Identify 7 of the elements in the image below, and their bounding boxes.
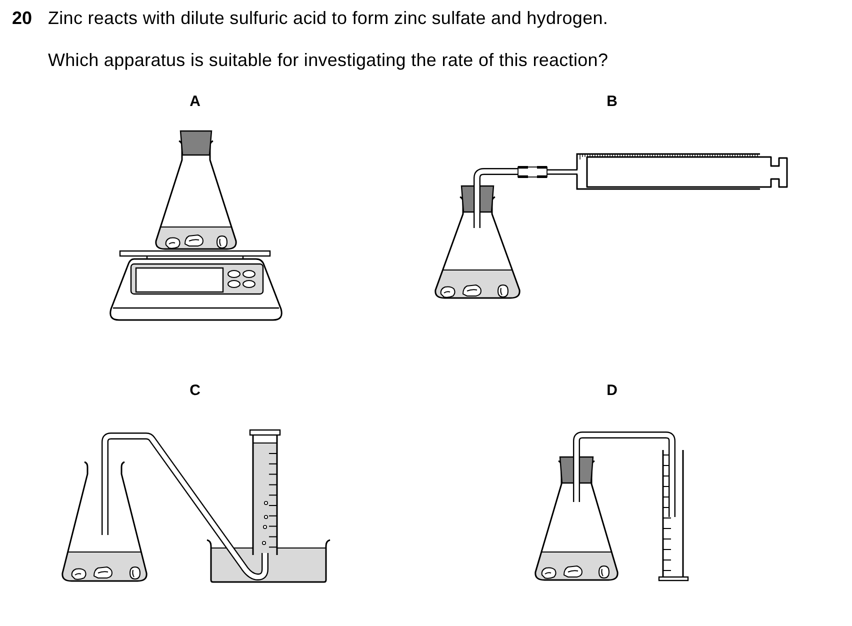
question-text: Zinc reacts with dilute sulfuric acid to form zinc sulfate and hydrogen. [48,8,608,28]
option-letter: C [190,383,200,399]
option-letter: D [606,383,618,399]
option-letter: A [190,94,200,110]
question-number: 20 [12,8,32,28]
option-letter: B [606,94,618,110]
question-prompt: Which apparatus is suitable for investigating the rate of this reaction? [48,50,608,70]
